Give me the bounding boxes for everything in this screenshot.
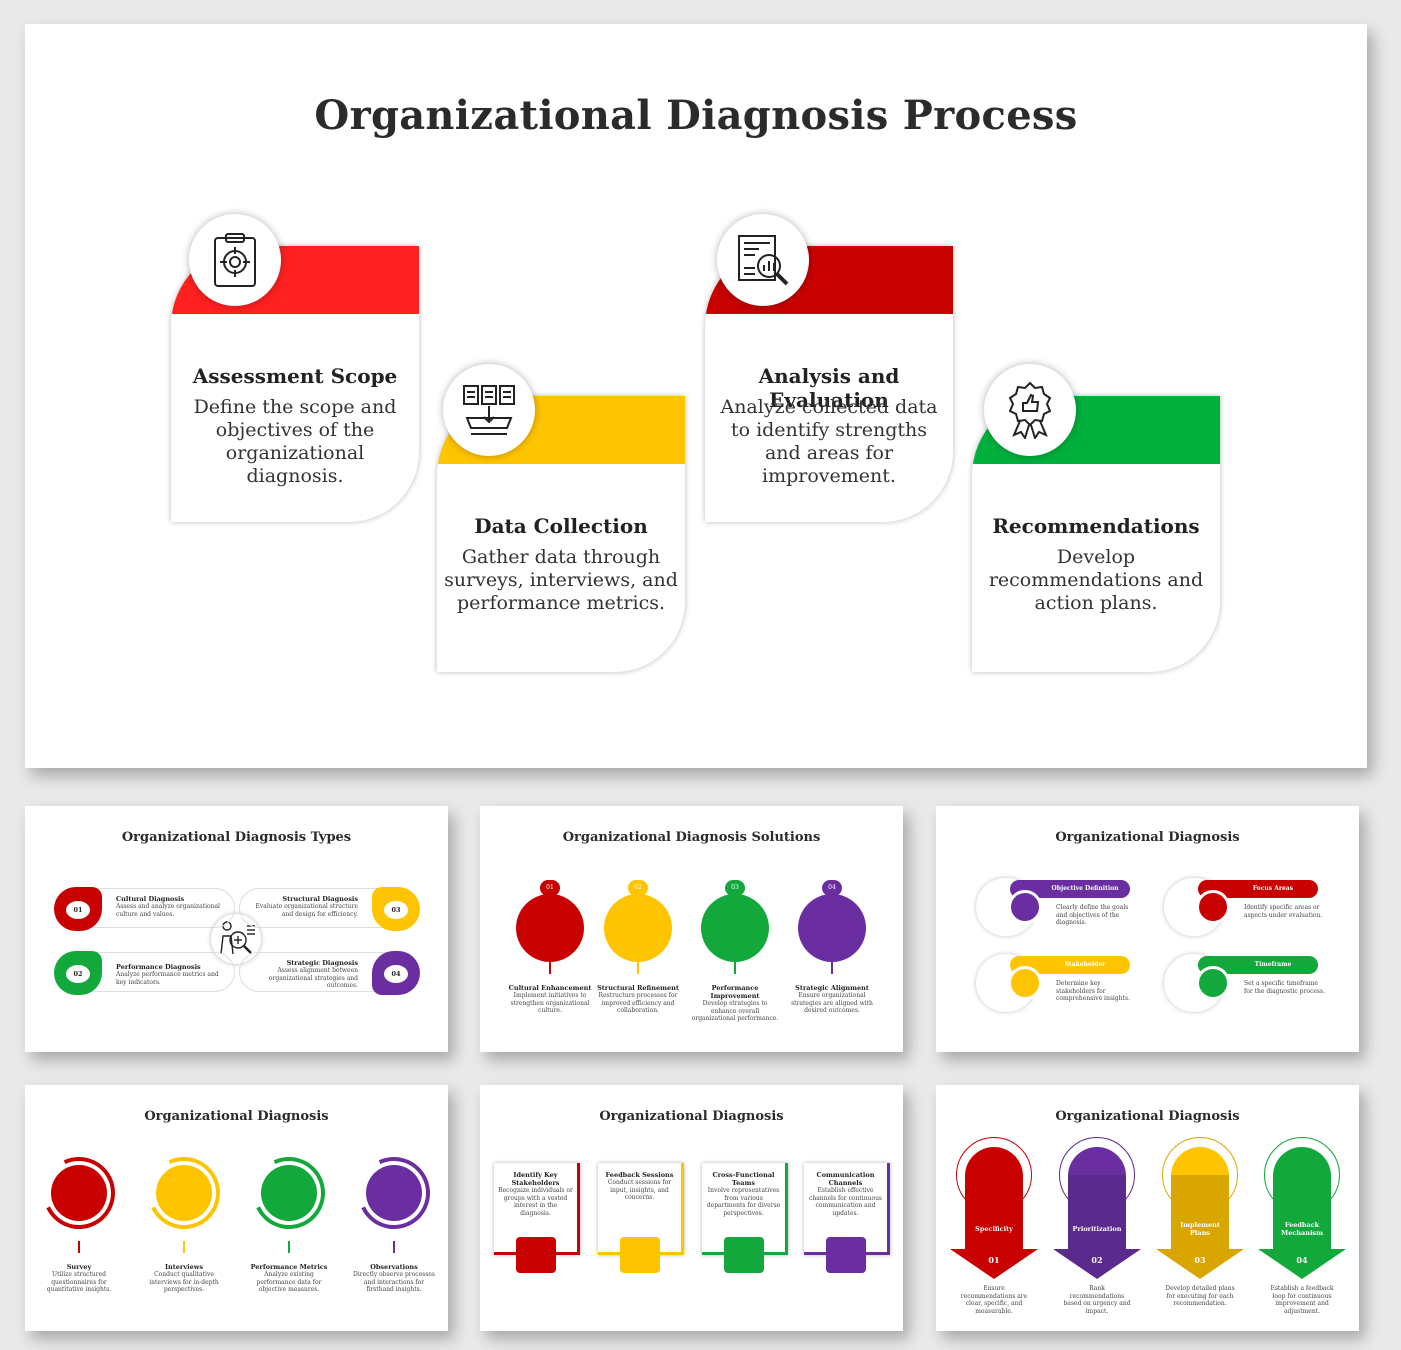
type-item-strategic[interactable]: 04 Strategic Diagnosis Assess alignment … (239, 951, 420, 995)
step-card-data-collection[interactable]: Data Collection Gather data through surv… (437, 364, 685, 672)
thumb-title: Organizational Diagnosis (1055, 1109, 1240, 1124)
thumb-diagnosis-pills[interactable]: Organizational Diagnosis Objective Defin… (936, 806, 1359, 1052)
focus-icon (1196, 890, 1230, 924)
engagement-item-feedback[interactable]: Feedback Sessions Conduct sessions for i… (598, 1163, 684, 1273)
thumb-diagnosis-types[interactable]: Organizational Diagnosis Types 01 Cultur… (25, 806, 448, 1052)
step-card-recommendations[interactable]: Recommendations Develop recommendations … (972, 364, 1220, 672)
step-title: Data Collection (474, 514, 648, 538)
step-desc: Gather data through surveys, interviews,… (444, 546, 678, 614)
pill-item-focus[interactable]: Focus Areas Identify specific areas or a… (1164, 878, 1324, 936)
thumb-diagnosis-methods[interactable]: Organizational Diagnosis Survey Utilize … (25, 1085, 448, 1331)
engagement-item-stakeholders[interactable]: Identify Key Stakeholders Recognize indi… (494, 1163, 580, 1273)
thumb-title: Organizational Diagnosis (599, 1109, 784, 1124)
main-title: Organizational Diagnosis Process (314, 92, 1078, 139)
type-number: 04 (384, 965, 408, 983)
main-slide: Organizational Diagnosis Process Assessm… (25, 24, 1367, 768)
communication-icon (826, 1237, 866, 1273)
people-icon (1008, 966, 1042, 1000)
team-icon (724, 1237, 764, 1273)
thumb-diagnosis-arrows[interactable]: Organizational Diagnosis Specificity 01 … (936, 1085, 1359, 1331)
interview-icon (156, 1165, 212, 1221)
step-title: Analysis and Evaluation (758, 364, 900, 412)
type-number: 01 (66, 901, 90, 919)
step-title: Recommendations (992, 514, 1200, 538)
documents-inbox-icon (443, 364, 535, 456)
clock-icon (1196, 966, 1230, 1000)
award-badge-icon (984, 364, 1076, 456)
clipboard-target-icon (189, 214, 281, 306)
thumb-title: Organizational Diagnosis Solutions (562, 830, 821, 845)
step-title: Assessment Scope (192, 364, 398, 388)
thumb-title: Organizational Diagnosis Types (121, 830, 352, 845)
step-desc: Define the scope and objectives of the o… (193, 396, 397, 487)
step-desc: Analyze collected data to identify stren… (720, 396, 938, 487)
step-desc: Develop recommendations and action plans… (988, 546, 1204, 614)
stakeholder-network-icon (516, 1237, 556, 1273)
presentation-icon (620, 1237, 660, 1273)
thumb-diagnosis-engagement[interactable]: Organizational Diagnosis Identify Key St… (480, 1085, 903, 1331)
pill-item-stakeholder[interactable]: Stakeholder Determine key stakeholders f… (976, 954, 1136, 1012)
hierarchy-icon (604, 894, 672, 962)
thumb-title: Organizational Diagnosis (144, 1109, 329, 1124)
type-number: 03 (384, 901, 408, 919)
step-card-assessment-scope[interactable]: Assessment Scope Define the scope and ob… (171, 214, 419, 522)
gear-target-icon (798, 894, 866, 962)
type-item-cultural[interactable]: 01 Cultural Diagnosis Assess and analyze… (54, 887, 235, 931)
type-item-structural[interactable]: 03 Structural Diagnosis Evaluate organiz… (239, 887, 420, 931)
pill-item-objective[interactable]: Objective Definition Clearly define the … (976, 878, 1136, 936)
thumb-title: Organizational Diagnosis (1055, 830, 1240, 845)
thumb-diagnosis-solutions[interactable]: Organizational Diagnosis Solutions 01 Cu… (480, 806, 903, 1052)
growth-chart-icon (701, 894, 769, 962)
target-icon (1008, 890, 1042, 924)
type-number: 02 (66, 965, 90, 983)
magnifier-icon (366, 1165, 422, 1221)
globe-network-icon (516, 894, 584, 962)
engagement-item-channels[interactable]: Communication Channels Establish effecti… (804, 1163, 890, 1273)
pill-item-timeframe[interactable]: Timeframe Set a specific timeframe for t… (1164, 954, 1325, 1012)
engagement-item-teams[interactable]: Cross-Functional Teams Involve represent… (702, 1163, 788, 1273)
bar-chart-icon (261, 1165, 317, 1221)
type-item-performance[interactable]: 02 Performance Diagnosis Analyze perform… (54, 951, 235, 995)
step-card-analysis-evaluation[interactable]: Analysis and Evaluation Analyze collecte… (705, 214, 953, 522)
survey-icon (51, 1165, 107, 1221)
report-magnifier-icon (717, 214, 809, 306)
